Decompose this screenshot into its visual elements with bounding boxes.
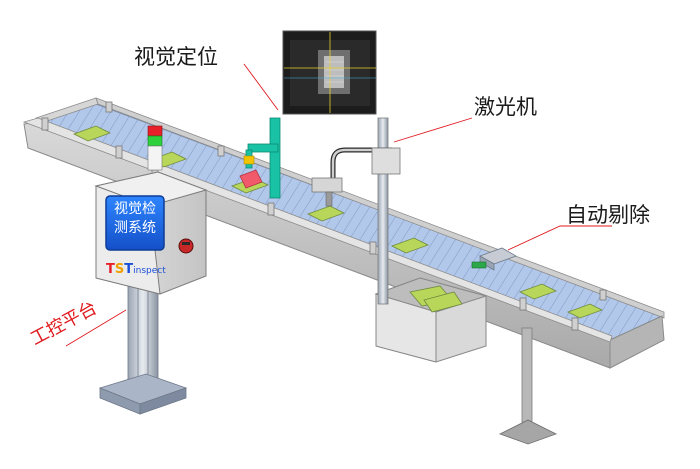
control-platform-post [98,281,188,415]
right-support-leg [498,327,558,445]
vision-positioning-leader [243,63,279,111]
control-kiosk [94,171,208,295]
kiosk-screen-line1: 视觉检 [114,201,156,217]
auto-reject-label: 自动剔除 [566,203,650,227]
reject-pusher [471,247,517,271]
vision-positioning-label: 视觉定位 [134,45,218,69]
brand-t1: T [106,262,115,277]
laser-machine [311,117,401,305]
positioning-camera-mount [239,117,281,199]
brand-t2: T [124,262,134,277]
tst-inspect-logo: TSTinspect [106,258,166,277]
auto-reject-leader [507,225,612,251]
ipc-platform-leader [65,309,127,347]
brand-inspect: inspect [133,266,166,276]
laser-machine-leader [393,117,473,143]
laser-machine-label: 激光机 [474,95,537,119]
kiosk-screen-line2: 测系统 [114,220,156,236]
brand-s: S [114,262,125,277]
callout-leaders [65,63,612,347]
kiosk-screen-text: 视觉检 测系统 [104,200,166,238]
reject-bin [374,277,488,363]
camera-view-inset [282,30,377,115]
